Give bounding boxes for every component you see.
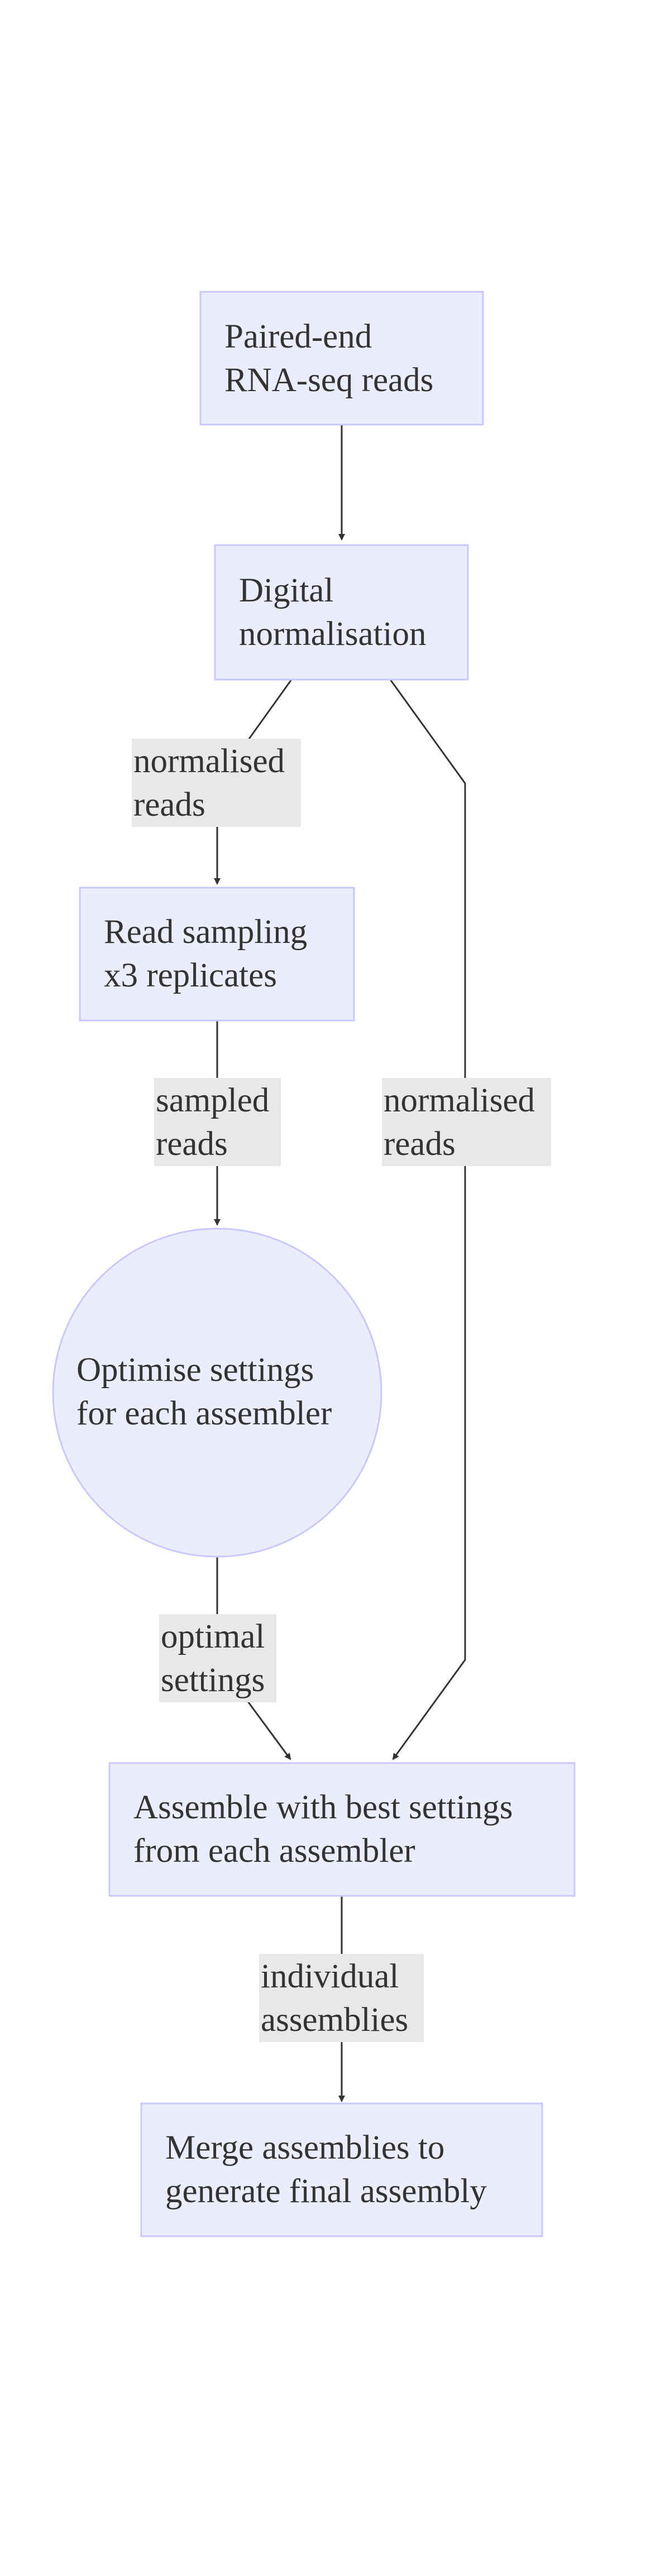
edge-normalisation-to-assemble	[389, 679, 466, 1760]
node-label-line1: Assemble with best settings	[133, 1789, 513, 1826]
edge-label-line1: optimal	[161, 1618, 265, 1655]
edge-label-line2: reads	[156, 1125, 228, 1163]
edge-label-line1: individual	[261, 1958, 399, 1995]
edge-label-line2: settings	[161, 1662, 265, 1699]
edge-label-line2: reads	[384, 1125, 456, 1163]
node-label-line2: RNA-seq reads	[224, 362, 433, 399]
node-label-line2: normalisation	[239, 615, 426, 653]
node-paired-end-rna-seq-reads: Paired-end RNA-seq reads	[199, 291, 484, 426]
edge-label-normalised-reads-left: normalised reads	[132, 739, 301, 827]
node-label-line1: Optimise settings	[76, 1351, 314, 1389]
edge-label-individual-assemblies: individual assemblies	[259, 1954, 424, 2042]
node-assemble-best-settings: Assemble with best settings from each as…	[108, 1762, 576, 1897]
edge-label-line1: normalised	[384, 1082, 535, 1119]
node-read-sampling-replicates: Read sampling x3 replicates	[79, 887, 355, 1022]
node-digital-normalisation: Digital normalisation	[214, 544, 469, 681]
node-label-line1: Merge assemblies to	[165, 2129, 444, 2166]
edge-label-optimal-settings: optimal settings	[159, 1614, 276, 1702]
edge-label-sampled-reads: sampled reads	[154, 1078, 281, 1166]
node-label-line1: Read sampling	[104, 913, 307, 951]
node-label-line2: generate final assembly	[165, 2173, 487, 2210]
node-label-line1: Paired-end	[224, 318, 372, 355]
edge-label-line1: normalised	[133, 743, 285, 780]
node-optimise-settings: Optimise settings for each assembler	[52, 1227, 382, 1558]
edge-label-line2: assemblies	[261, 2001, 408, 2039]
node-merge-assemblies: Merge assemblies to generate final assem…	[140, 2102, 543, 2237]
edge-label-line1: sampled	[156, 1082, 269, 1119]
node-label-line2: x3 replicates	[104, 957, 277, 994]
edge-label-line2: reads	[133, 786, 205, 824]
node-label-line1: Digital	[239, 572, 333, 609]
node-label-line2: for each assembler	[76, 1395, 332, 1432]
node-label-line2: from each assembler	[133, 1832, 415, 1870]
edge-label-normalised-reads-right: normalised reads	[382, 1078, 551, 1166]
